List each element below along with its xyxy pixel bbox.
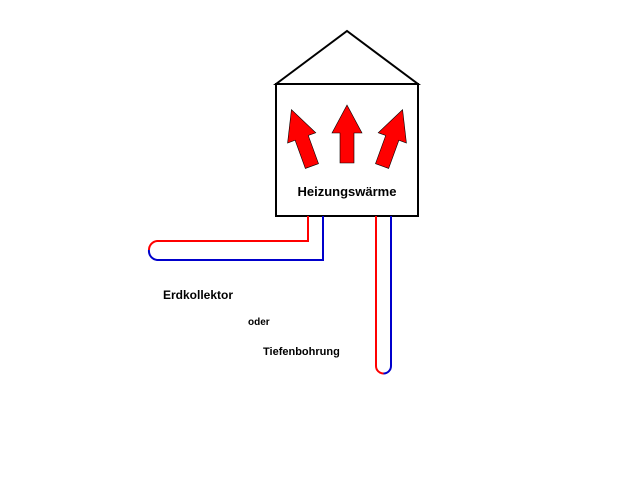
- collector-supply-line: [147, 216, 309, 251]
- house-heat-label: Heizungswärme: [297, 184, 397, 199]
- borehole-return-line: [383, 216, 392, 375]
- heat-arrows: [287, 104, 407, 169]
- heat-arrow-left: [287, 109, 319, 169]
- heat-arrow-right: [375, 109, 407, 169]
- borehole-pipe: [375, 216, 392, 375]
- or-label: oder: [248, 317, 270, 328]
- house-roof: [272, 29, 422, 85]
- collector-return-line: [147, 216, 324, 261]
- heat-arrow-center: [331, 104, 363, 164]
- collector-pipe: [147, 216, 324, 261]
- borehole-label: Tiefenbohrung: [263, 346, 340, 358]
- ground-collector-label: Erdkollektor: [163, 288, 234, 302]
- borehole-supply-line: [375, 216, 384, 375]
